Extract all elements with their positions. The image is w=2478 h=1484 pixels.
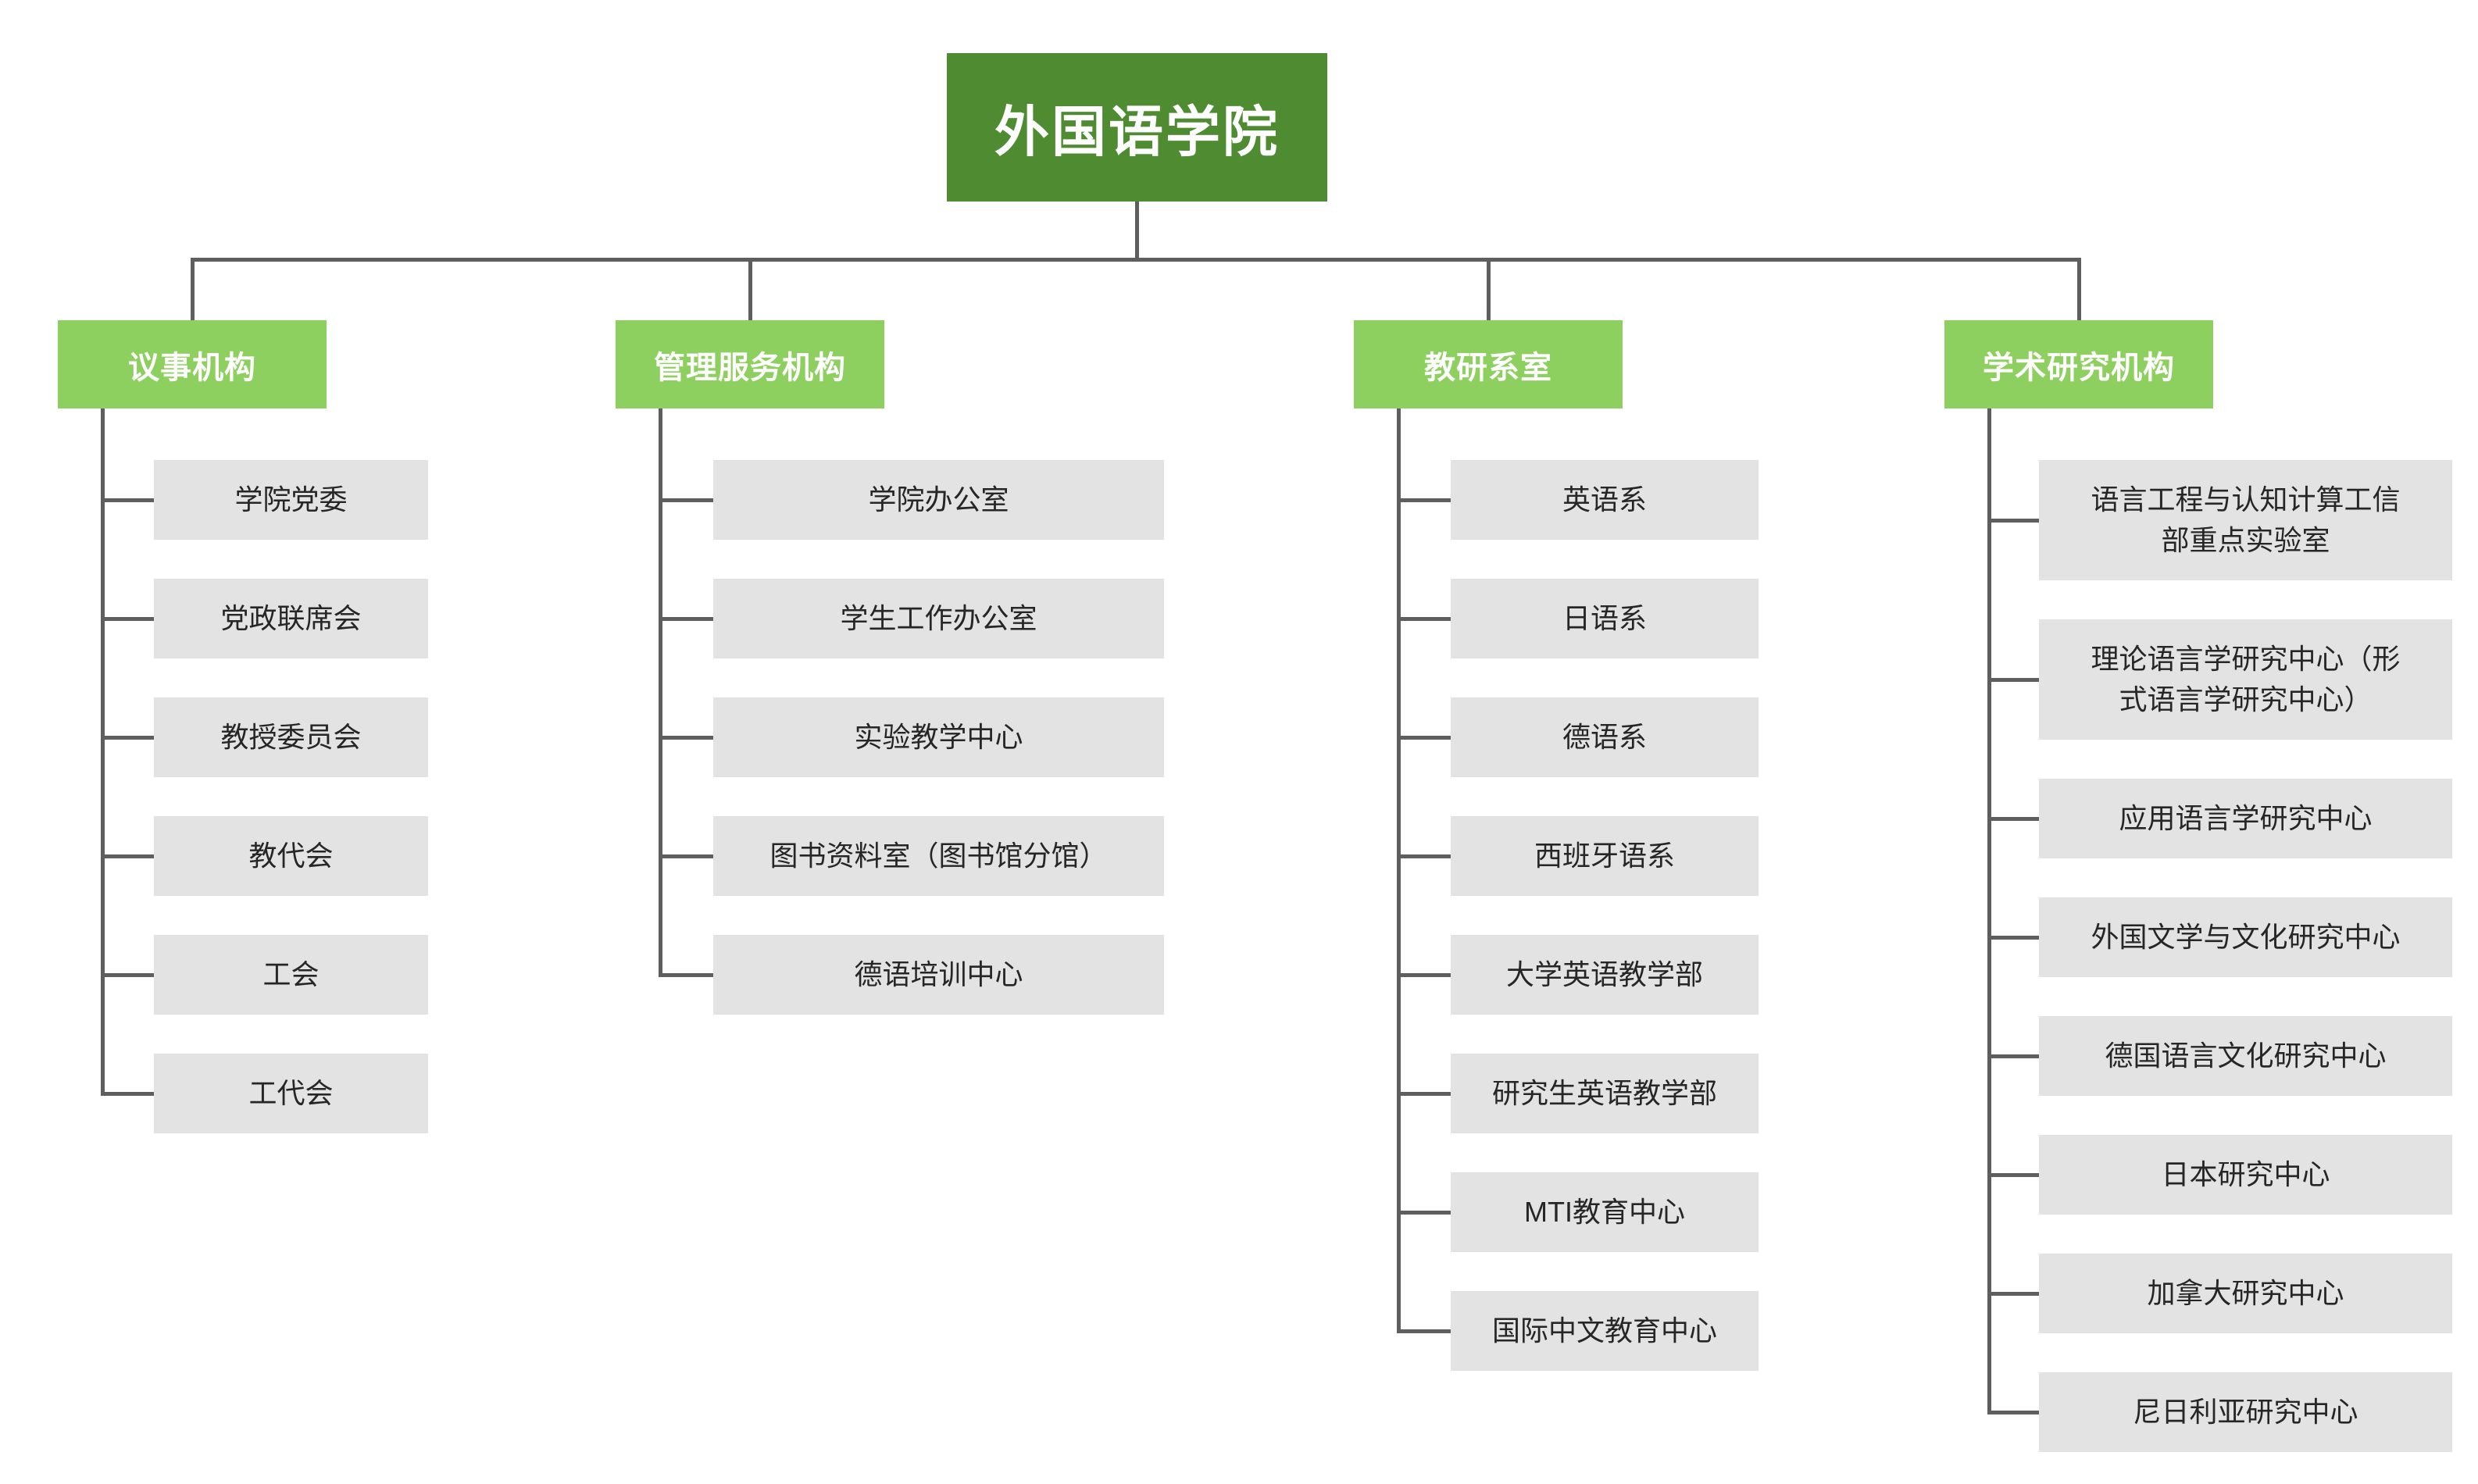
category-connector-line <box>748 258 752 320</box>
trunk-line <box>190 258 2081 262</box>
child-connector-line <box>100 1091 154 1096</box>
child-connector-line <box>658 498 713 502</box>
category-node: 学术研究机构 <box>1944 320 2213 408</box>
child-connector-line <box>1987 935 2039 940</box>
org-node: 日本研究中心 <box>2039 1135 2452 1215</box>
child-connector-line <box>658 616 713 621</box>
org-node: 日语系 <box>1451 579 1759 658</box>
child-rail-line <box>658 408 662 977</box>
child-connector-line <box>658 854 713 858</box>
org-node: 实验教学中心 <box>713 697 1164 777</box>
child-connector-line <box>1396 972 1451 977</box>
child-rail-line <box>1396 408 1401 1333</box>
child-connector-line <box>658 735 713 740</box>
org-node: 西班牙语系 <box>1451 816 1759 896</box>
child-connector-line <box>100 616 154 621</box>
child-rail-line <box>100 408 105 1096</box>
child-connector-line <box>1396 1091 1451 1096</box>
org-node: 学生工作办公室 <box>713 579 1164 658</box>
org-node: 应用语言学研究中心 <box>2039 779 2452 858</box>
child-connector-line <box>100 498 154 502</box>
child-connector-line <box>1396 735 1451 740</box>
org-node: 教授委员会 <box>154 697 428 777</box>
org-node: 尼日利亚研究中心 <box>2039 1372 2452 1452</box>
org-node: 语言工程与认知计算工信 部重点实验室 <box>2039 460 2452 580</box>
child-connector-line <box>658 972 713 977</box>
org-node: 加拿大研究中心 <box>2039 1254 2452 1333</box>
org-node: 国际中文教育中心 <box>1451 1291 1759 1371</box>
category-connector-line <box>1486 258 1491 320</box>
child-connector-line <box>1396 1210 1451 1215</box>
child-connector-line <box>1987 816 2039 821</box>
child-connector-line <box>1987 1172 2039 1177</box>
org-node: 德语培训中心 <box>713 935 1164 1015</box>
org-node: 工代会 <box>154 1054 428 1133</box>
category-node: 管理服务机构 <box>616 320 884 408</box>
child-connector-line <box>1987 518 2039 523</box>
org-node: 教代会 <box>154 816 428 896</box>
root-connector-line <box>1134 202 1139 262</box>
org-node: 德国语言文化研究中心 <box>2039 1016 2452 1096</box>
org-node: 工会 <box>154 935 428 1015</box>
category-connector-line <box>190 258 195 320</box>
org-node: 图书资料室（图书馆分馆） <box>713 816 1164 896</box>
org-node: 党政联席会 <box>154 579 428 658</box>
child-rail-line <box>1987 408 1991 1414</box>
org-node: 学院办公室 <box>713 460 1164 540</box>
org-node: 理论语言学研究中心（形 式语言学研究中心） <box>2039 619 2452 740</box>
child-connector-line <box>100 972 154 977</box>
child-connector-line <box>1396 854 1451 858</box>
org-node: 德语系 <box>1451 697 1759 777</box>
org-node: 研究生英语教学部 <box>1451 1054 1759 1133</box>
org-node: MTI教育中心 <box>1451 1172 1759 1252</box>
child-connector-line <box>1987 1291 2039 1296</box>
org-node: 大学英语教学部 <box>1451 935 1759 1015</box>
child-connector-line <box>1396 616 1451 621</box>
child-connector-line <box>1987 677 2039 682</box>
category-node: 议事机构 <box>58 320 327 408</box>
category-connector-line <box>2076 258 2081 320</box>
org-node: 学院党委 <box>154 460 428 540</box>
child-connector-line <box>100 854 154 858</box>
child-connector-line <box>1987 1054 2039 1058</box>
child-connector-line <box>1396 498 1451 502</box>
org-node: 外国文学与文化研究中心 <box>2039 897 2452 977</box>
child-connector-line <box>1396 1329 1451 1333</box>
category-node: 教研系室 <box>1354 320 1623 408</box>
org-node: 英语系 <box>1451 460 1759 540</box>
root-node: 外国语学院 <box>947 53 1327 202</box>
child-connector-line <box>100 735 154 740</box>
child-connector-line <box>1987 1410 2039 1414</box>
